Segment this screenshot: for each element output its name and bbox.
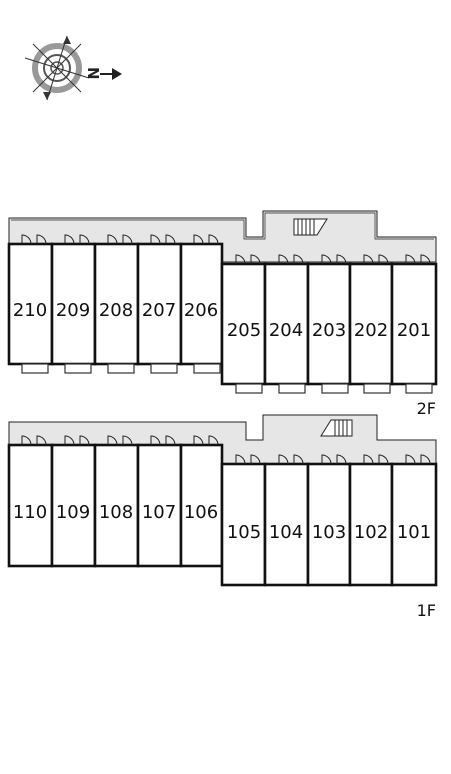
- balcony: [363, 383, 391, 394]
- unit-209: [50, 242, 97, 366]
- balcony: [193, 363, 221, 374]
- unit-208: [93, 242, 140, 366]
- north-letter: N: [84, 67, 102, 80]
- unit-label: 104: [269, 522, 303, 543]
- unit-label: 210: [13, 300, 47, 321]
- balcony: [107, 363, 135, 374]
- balcony: [235, 383, 263, 394]
- balcony: [278, 383, 306, 394]
- unit-label: 102: [354, 522, 388, 543]
- balcony: [21, 363, 49, 374]
- door-icons: [21, 435, 431, 465]
- unit-label: 209: [56, 300, 90, 321]
- floor-1f: 110 109 108 107 106 105 104 103 102 101 …: [7, 414, 438, 620]
- unit-label: 202: [354, 320, 388, 341]
- unit-label: 103: [312, 522, 346, 543]
- floor-label-2f: 2F: [417, 399, 436, 418]
- unit-103: [306, 462, 352, 587]
- unit-label: 105: [227, 522, 261, 543]
- unit-label: 106: [184, 502, 218, 523]
- unit-204: [263, 262, 310, 386]
- balcony: [405, 383, 433, 394]
- staircase-2f: [293, 218, 328, 236]
- unit-label: 205: [227, 320, 261, 341]
- unit-label: 204: [269, 320, 303, 341]
- unit-label: 206: [184, 300, 218, 321]
- unit-label: 107: [142, 502, 176, 523]
- floor-2f: 210 209 208 207 206 205 204 203 202 201: [7, 210, 438, 418]
- unit-101: [390, 462, 438, 587]
- unit-108: [93, 443, 140, 568]
- balcony: [64, 363, 92, 374]
- north-arrow-icon: N: [84, 67, 122, 80]
- unit-label: 207: [142, 300, 176, 321]
- unit-label: 108: [99, 502, 133, 523]
- unit-label: 101: [397, 522, 431, 543]
- balcony: [321, 383, 349, 394]
- unit-104: [263, 462, 310, 587]
- unit-label: 203: [312, 320, 346, 341]
- unit-206: [179, 242, 224, 366]
- door-icons: [21, 234, 431, 265]
- unit-label: 110: [13, 502, 47, 523]
- unit-label: 109: [56, 502, 90, 523]
- compass-icon: [24, 35, 90, 101]
- staircase-1f: [320, 419, 353, 437]
- unit-105: [220, 462, 267, 587]
- unit-label: 208: [99, 300, 133, 321]
- balcony: [150, 363, 178, 374]
- unit-201: [390, 262, 438, 386]
- unit-label: 201: [397, 320, 431, 341]
- unit-202: [348, 262, 394, 386]
- floor-label-1f: 1F: [417, 601, 436, 620]
